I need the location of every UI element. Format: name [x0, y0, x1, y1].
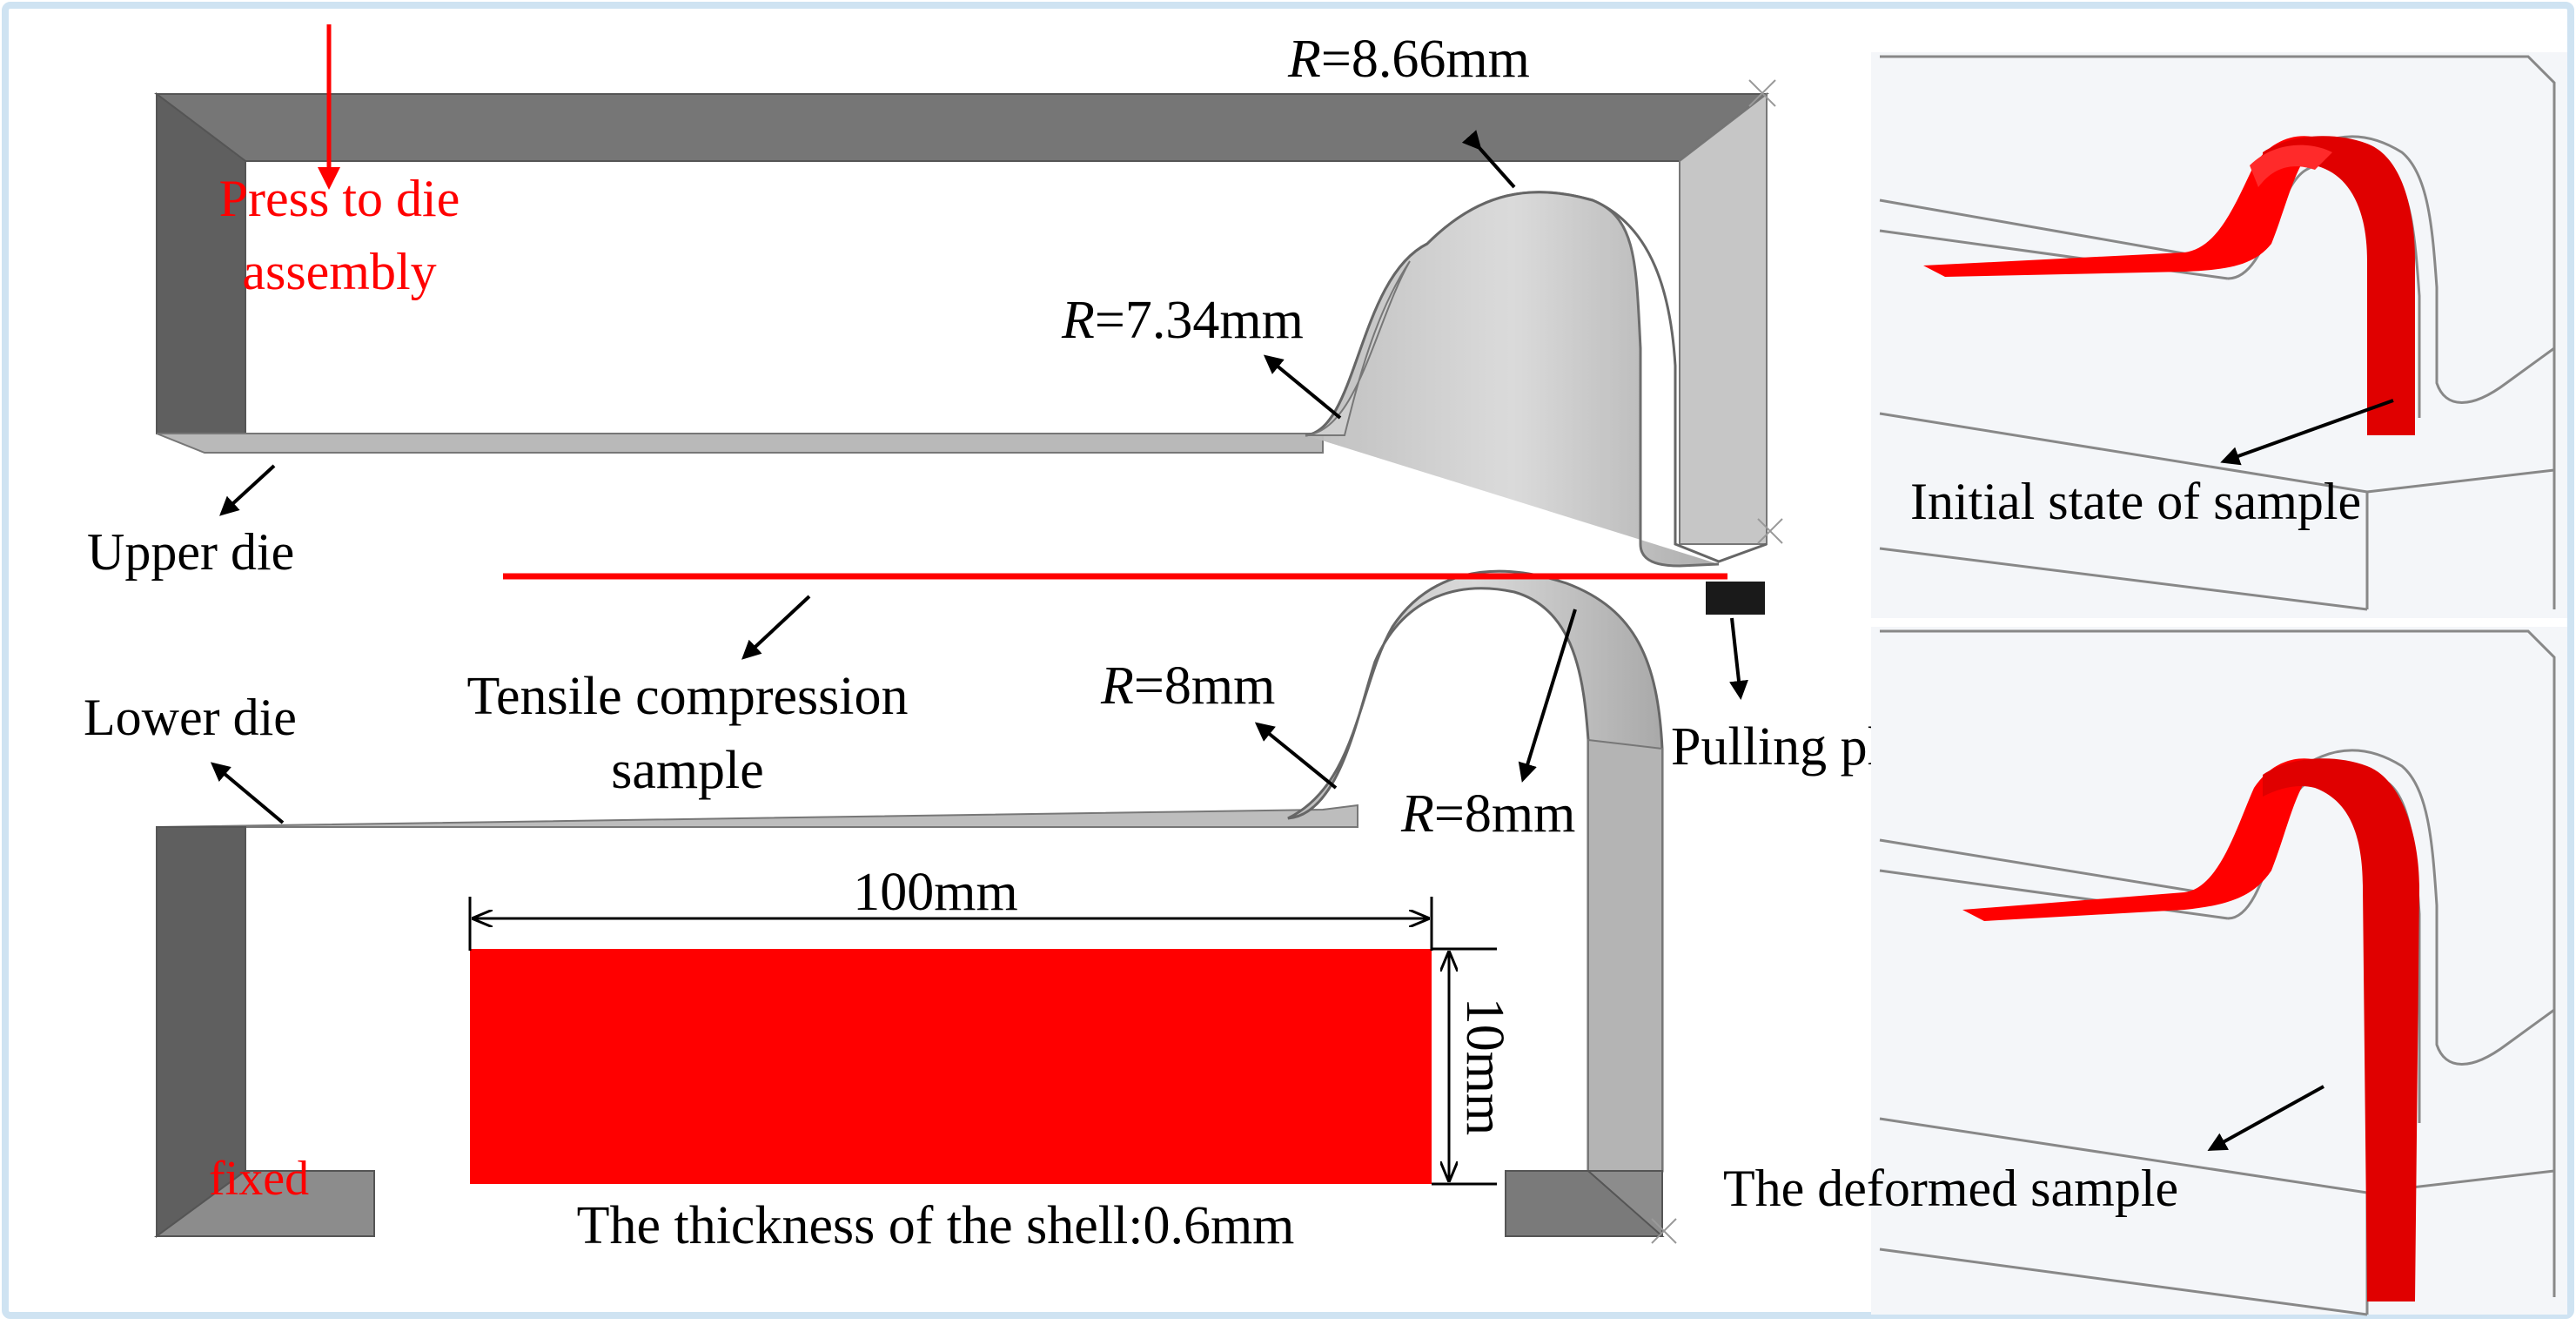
height-dimension-label: 10mm — [1455, 998, 1514, 1135]
arrow-pulling-plate — [1729, 617, 1748, 700]
arrow-r8-left — [1254, 722, 1338, 790]
r734-label: R=7.34mm — [1061, 291, 1304, 350]
sample-label-line2: sample — [611, 741, 764, 800]
arrow-sample — [741, 595, 811, 660]
specimen-rectangle — [470, 949, 1432, 1184]
r866-label: R=8.66mm — [1287, 30, 1530, 89]
lower-die-label: Lower die — [84, 689, 297, 746]
r8-left-label: R=8mm — [1100, 656, 1275, 716]
lower-die — [153, 569, 1665, 1238]
corner-markers — [1651, 79, 1783, 1244]
panel-initial-state: Initial state of sample — [1871, 52, 2567, 618]
arrow-r866 — [1461, 130, 1516, 189]
press-label-line1: Press to die — [219, 170, 460, 227]
pulling-plate — [1706, 582, 1765, 615]
arrow-r734 — [1263, 354, 1342, 420]
initial-state-label: Initial state of sample — [1910, 473, 2361, 530]
thickness-label: The thickness of the shell:0.6mm — [577, 1196, 1295, 1255]
deformed-sample-label: The deformed sample — [1723, 1160, 2178, 1217]
arrow-r8-right — [1518, 609, 1577, 783]
arrow-upper-die — [219, 464, 276, 516]
arrow-lower-die — [210, 762, 285, 824]
r8-right-label: R=8mm — [1400, 784, 1575, 844]
sample-label-line1: Tensile compression — [466, 667, 908, 726]
press-label-line2: assembly — [242, 243, 436, 300]
upper-die — [154, 91, 1769, 568]
upper-die-label: Upper die — [87, 523, 294, 581]
panel-deformed: The deformed sample — [1723, 627, 2567, 1316]
width-dimension-label: 100mm — [853, 863, 1017, 922]
fixed-label: fixed — [209, 1152, 309, 1206]
